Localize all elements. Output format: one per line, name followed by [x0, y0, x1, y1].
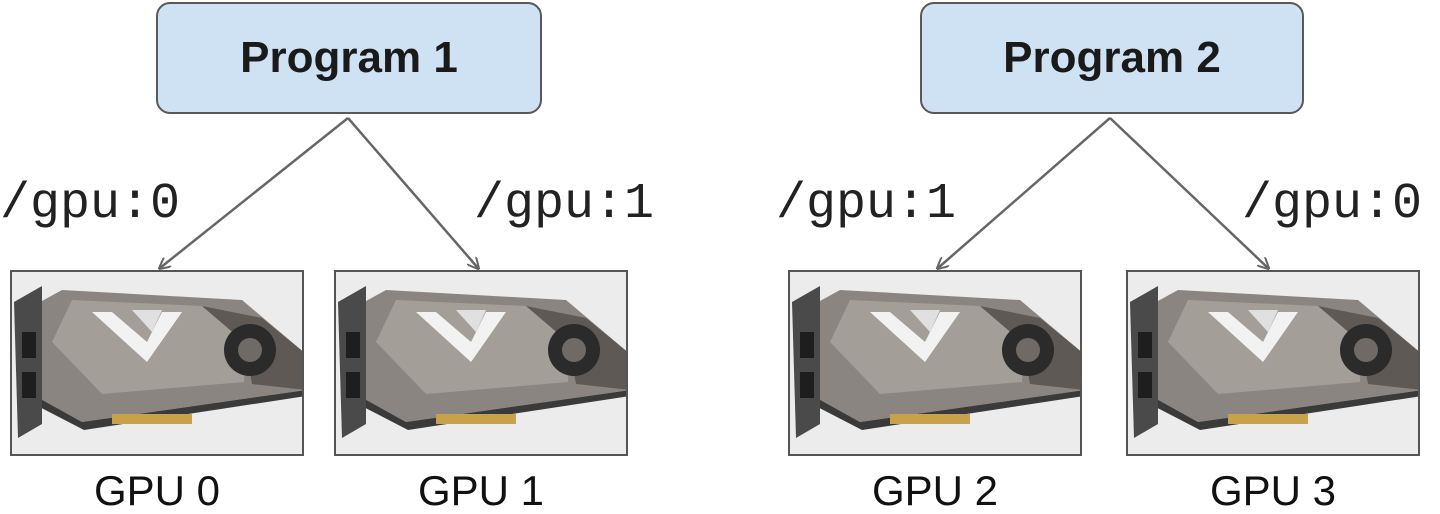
device-path-label: /gpu:1	[474, 176, 655, 233]
gpu-1-label: GPU 1	[417, 467, 545, 514]
gpu-3-label: GPU 3	[1209, 467, 1337, 514]
gpu-0-box	[10, 270, 304, 456]
arrow-p2-gpu3	[1109, 117, 1268, 268]
graphics-card-icon	[14, 286, 302, 438]
graphics-card-icon	[1130, 286, 1418, 438]
graphics-card-icon	[338, 286, 626, 438]
program-2-label: Program 2	[1003, 33, 1221, 82]
gpu-1-box	[334, 270, 628, 456]
program-1-box: Program 1	[156, 2, 542, 114]
program-1-label: Program 1	[240, 33, 458, 82]
program-2-box: Program 2	[920, 2, 1304, 114]
graphics-card-icon	[792, 286, 1080, 438]
arrow-p1-gpu1	[347, 117, 478, 268]
arrow-p1-gpu0	[160, 117, 349, 268]
arrow-p2-gpu2	[938, 117, 1111, 268]
device-path-label: /gpu:1	[776, 176, 957, 233]
device-path-label: /gpu:0	[1242, 176, 1423, 233]
gpu-3-box	[1126, 270, 1420, 456]
gpu-2-box	[788, 270, 1082, 456]
gpu-2-label: GPU 2	[871, 467, 999, 514]
device-path-label: /gpu:0	[0, 176, 181, 233]
gpu-0-label: GPU 0	[93, 467, 221, 514]
